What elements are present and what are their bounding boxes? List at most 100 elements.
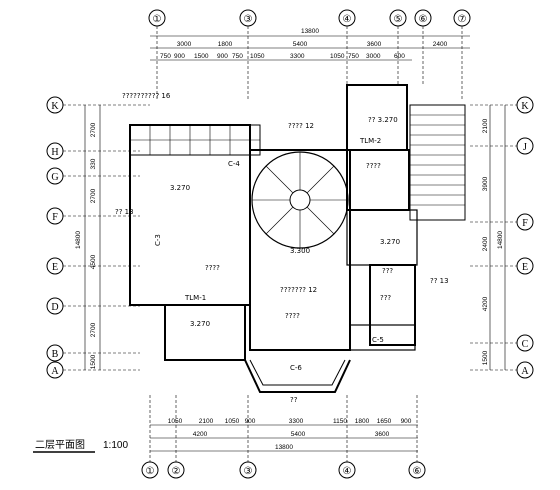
balcony-hatch bbox=[410, 114, 465, 206]
room-label-3: TLM-2 bbox=[359, 137, 381, 145]
room-label-1: ?? 3.270 bbox=[368, 116, 398, 124]
bottom-dimensions: 1050 2100 1050 900 3300 1150 1800 1650 9… bbox=[150, 418, 418, 452]
dim-left-0: 2700 bbox=[90, 122, 97, 137]
dim-top2-6: 3300 bbox=[290, 53, 305, 60]
dim-top1-3: 3600 bbox=[367, 41, 382, 48]
dim-left-5: 1500 bbox=[90, 354, 97, 369]
dim-bottom1-8: 900 bbox=[401, 418, 412, 425]
dim-bottom1-2: 1050 bbox=[225, 418, 240, 425]
dim-bottom1-7: 1650 bbox=[377, 418, 392, 425]
left-axes: K H G F E D B A bbox=[46, 96, 150, 379]
room-label-7: 3.300 bbox=[290, 247, 310, 255]
dim-bottom1-3: 900 bbox=[245, 418, 256, 425]
drawing-title: 二层平面图 bbox=[35, 439, 85, 451]
right-dimensions: 2100 3900 2400 4200 1500 14800 bbox=[482, 105, 506, 370]
axis-bottom-4: ④ bbox=[343, 466, 352, 477]
dim-top2-9: 3000 bbox=[366, 53, 381, 60]
room-label-8: ??????? 12 bbox=[280, 286, 317, 294]
axis-left-D: D bbox=[51, 302, 58, 313]
dim-bottom1-4: 3300 bbox=[289, 418, 304, 425]
dim-right-4: 1500 bbox=[482, 350, 489, 365]
room-label-19: ?? 13 bbox=[430, 277, 449, 285]
dim-total-depth-left: 14800 bbox=[75, 231, 82, 249]
dim-total-width-top: 13800 bbox=[301, 28, 319, 35]
axis-bottom-6: ⑥ bbox=[413, 466, 422, 477]
room-label-17: ?????????? 16 bbox=[122, 92, 171, 100]
axis-top-6: ⑥ bbox=[419, 14, 428, 25]
right-axes: K J F E C A bbox=[470, 96, 534, 379]
dim-top1-0: 3000 bbox=[177, 41, 192, 48]
drawing-scale: 1:100 bbox=[103, 440, 128, 451]
dim-right-0: 2100 bbox=[482, 118, 489, 133]
top-axes: ① ③ ④ ⑤ ⑥ ⑦ bbox=[148, 9, 471, 100]
room-label-12: C-6 bbox=[290, 364, 302, 372]
dim-left-4: 2700 bbox=[90, 322, 97, 337]
axis-left-H: H bbox=[51, 147, 58, 158]
axis-bottom-3: ③ bbox=[244, 466, 253, 477]
dim-top1-1: 1800 bbox=[218, 41, 233, 48]
room-label-21: C-3 bbox=[154, 234, 162, 246]
dim-bottom2-2: 3600 bbox=[375, 431, 390, 438]
room-label-22: 3.270 bbox=[380, 238, 400, 246]
room-label-20: C-4 bbox=[228, 160, 240, 168]
room-label-15: C-5 bbox=[372, 336, 384, 344]
room-label-10: 3.270 bbox=[190, 320, 210, 328]
dim-right-2: 2400 bbox=[482, 236, 489, 251]
axis-top-1: ① bbox=[153, 14, 162, 25]
axis-left-G: G bbox=[51, 172, 58, 183]
room-label-5: 3.270 bbox=[170, 184, 190, 192]
dim-top2-5: 1050 bbox=[250, 53, 265, 60]
dim-left-2: 2700 bbox=[90, 188, 97, 203]
room-label-16: ?? bbox=[290, 396, 298, 404]
room-label-13: ??? bbox=[382, 267, 393, 275]
axis-right-C: C bbox=[522, 339, 529, 350]
spiral-staircase bbox=[251, 151, 349, 249]
dim-bottom1-1: 2100 bbox=[199, 418, 214, 425]
dim-top2-4: 750 bbox=[232, 53, 243, 60]
dim-top1-4: 2400 bbox=[433, 41, 448, 48]
dim-total-width-bottom: 13800 bbox=[275, 444, 293, 451]
room-label-2: ???? 12 bbox=[288, 122, 314, 130]
dim-bottom1-6: 1800 bbox=[355, 418, 370, 425]
walls bbox=[129, 84, 466, 393]
room-label-18: ?? 13 bbox=[115, 208, 134, 216]
room-labels: ?? 3.270 ???? 12 TLM-2 ???? 3.270 ???? 3… bbox=[115, 92, 449, 404]
axis-left-E: E bbox=[52, 262, 58, 273]
dim-top2-10: 600 bbox=[394, 53, 405, 60]
drawing-title-block: 二层平面图 1:100 bbox=[33, 439, 128, 453]
axis-right-F: F bbox=[522, 218, 528, 229]
dim-top2-3: 900 bbox=[217, 53, 228, 60]
room-label-11: ???? bbox=[285, 312, 300, 320]
axis-right-K: K bbox=[521, 101, 529, 112]
dim-right-3: 4200 bbox=[482, 296, 489, 311]
room-label-6: ???? bbox=[205, 264, 220, 272]
room-label-4: ???? bbox=[366, 162, 381, 170]
dim-top2-2: 1500 bbox=[194, 53, 209, 60]
dim-right-1: 3900 bbox=[482, 176, 489, 191]
dim-left-3: 4500 bbox=[90, 254, 97, 269]
axis-right-J: J bbox=[523, 142, 527, 153]
bottom-axes: ① ② ③ ④ ⑥ bbox=[141, 395, 426, 479]
axis-top-5: ⑤ bbox=[394, 14, 403, 25]
axis-left-A: A bbox=[51, 366, 59, 377]
left-dimensions: 14800 2700 330 2700 4500 2700 1500 bbox=[75, 105, 101, 370]
dim-bottom2-0: 4200 bbox=[193, 431, 208, 438]
axis-top-7: ⑦ bbox=[458, 14, 467, 25]
dim-top2-8: 750 bbox=[348, 53, 359, 60]
dim-bottom1-5: 1150 bbox=[333, 418, 347, 425]
room-label-9: TLM-1 bbox=[184, 294, 206, 302]
dim-top2-7: 1050 bbox=[330, 53, 345, 60]
dim-top2-1: 900 bbox=[174, 53, 185, 60]
dim-total-depth-right: 14800 bbox=[497, 231, 504, 249]
dim-left-1: 330 bbox=[90, 158, 97, 169]
axis-top-3: ③ bbox=[244, 14, 253, 25]
dim-top2-0: 750 bbox=[160, 53, 171, 60]
top-dimensions: 13800 3000 1800 5400 3600 2400 750 900 1… bbox=[150, 28, 470, 61]
dim-bottom2-1: 5400 bbox=[291, 431, 306, 438]
axis-bottom-2: ② bbox=[172, 466, 181, 477]
terrace-grid bbox=[129, 124, 261, 305]
axis-bottom-1: ① bbox=[146, 466, 155, 477]
axis-left-F: F bbox=[52, 212, 58, 223]
axis-left-K: K bbox=[51, 101, 59, 112]
